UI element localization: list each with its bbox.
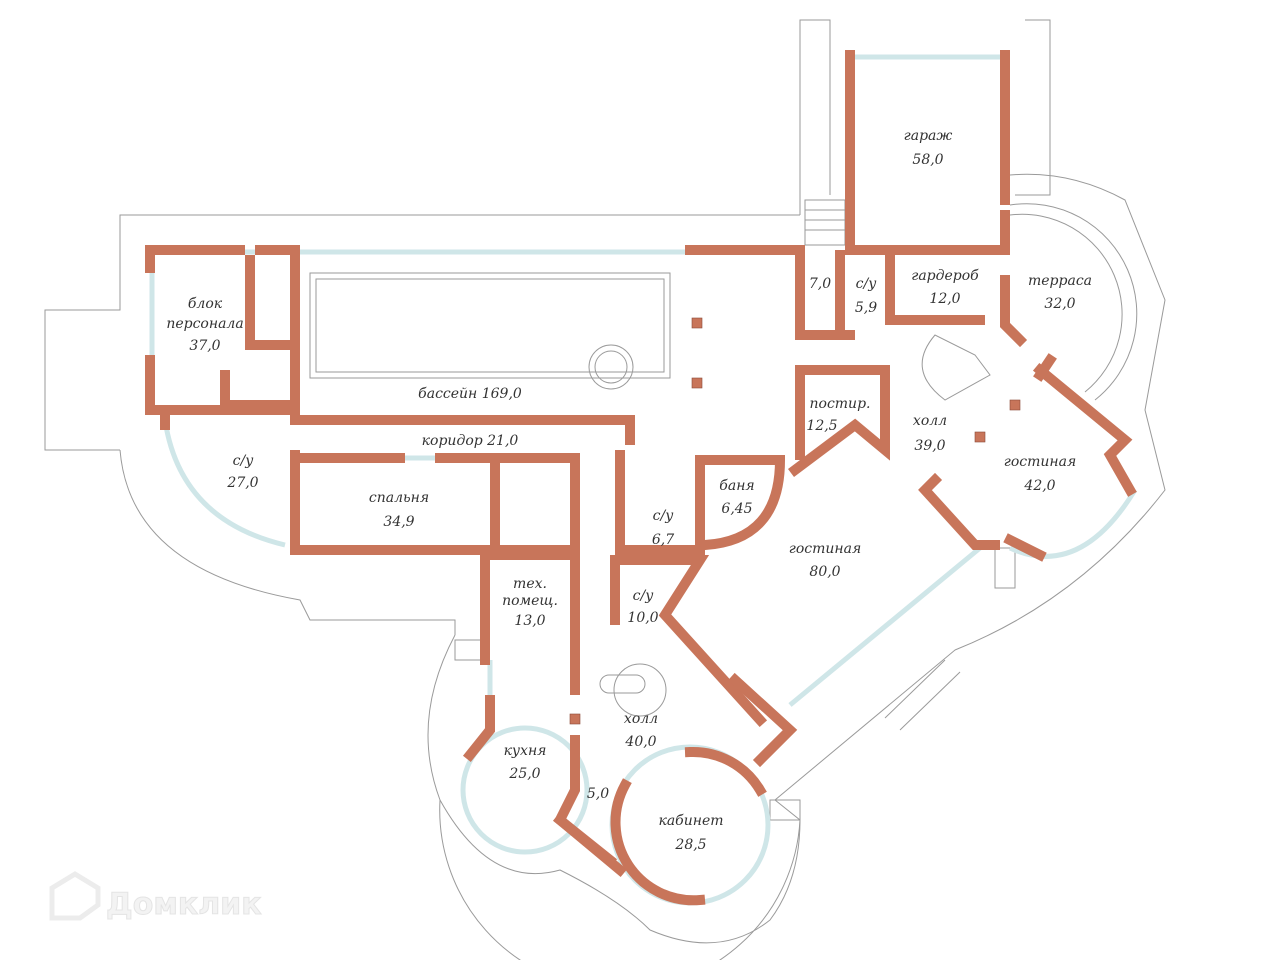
room-label: гараж [904,128,953,144]
room-label: бассейн 169,0 [418,386,522,402]
room-area: 39,0 [914,438,945,454]
room-label: кабинет [658,813,723,829]
room-label: с/у [856,276,878,292]
room-label: персонала [166,316,243,332]
room-label: с/у [633,588,655,604]
room-label: холл [624,711,658,727]
room-label: тех. [513,576,547,592]
walls [145,50,1137,906]
room-area: 28,5 [674,837,706,853]
room-label: гостиная [1004,454,1076,470]
pool [309,272,671,390]
terrace-outline [44,19,1166,960]
room-area: 12,0 [929,291,960,307]
room-area: 5,9 [855,300,877,316]
room-area: 6,45 [721,501,752,517]
watermark-text: Домклик [106,887,262,922]
room-label: баня [719,478,754,494]
room-label: холл [913,413,947,429]
room-area: 34,9 [383,514,414,530]
room-area: 37,0 [189,338,220,354]
room-label: гардероб [911,268,979,284]
domclick-watermark: Домклик [49,871,262,923]
room-area: 40,0 [624,734,656,750]
room-label: с/у [653,508,675,524]
room-label: гостиная [789,541,861,557]
room-label: терраса [1028,273,1092,289]
room-labels: блок персонала 37,0 бассейн 169,0 коридо… [166,128,1092,853]
room-area: 27,0 [226,475,258,491]
room-label: постир. [810,396,871,412]
stairs [454,199,1016,821]
room-area: 6,7 [652,532,674,548]
room-label: помещ. [502,593,558,609]
room-area: 32,0 [1044,296,1075,312]
room-label: с/у [233,453,255,469]
house-logo-icon [49,871,101,921]
room-area: 25,0 [508,766,540,782]
room-label: спальня [369,490,429,506]
room-label: кухня [504,743,547,759]
room-label: коридор 21,0 [422,433,519,449]
room-label: блок [188,296,223,312]
room-area: 42,0 [1023,478,1055,494]
room-area: 58,0 [912,152,943,168]
room-area: 10,0 [627,610,658,626]
room-area: 13,0 [514,613,545,629]
room-area: 80,0 [809,564,840,580]
room-area: 7,0 [809,276,831,292]
room-area: 5,0 [587,786,609,802]
room-area: 12,5 [806,418,837,434]
